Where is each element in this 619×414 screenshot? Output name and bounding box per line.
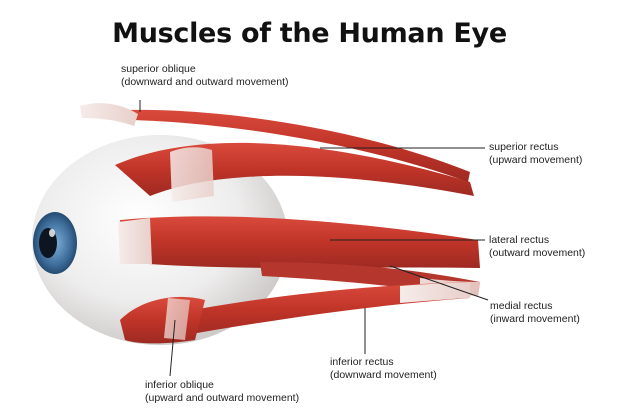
- superior-oblique-desc: (downward and outward movement): [121, 76, 289, 89]
- label-medial-rectus: medial rectus (inward movement): [490, 300, 580, 326]
- inferior-oblique-desc: (upward and outward movement): [145, 392, 299, 405]
- superior-oblique-name: superior oblique: [121, 63, 289, 76]
- lateral-rectus-name: lateral rectus: [489, 234, 585, 247]
- label-lateral-rectus: lateral rectus (outward movement): [489, 234, 585, 260]
- label-superior-rectus: superior rectus (upward movement): [489, 141, 582, 167]
- trochlea-tendon: [80, 103, 138, 126]
- superior-rectus-desc: (upward movement): [489, 154, 582, 167]
- lateral-rectus-desc: (outward movement): [489, 247, 585, 260]
- medial-rectus-name: medial rectus: [490, 300, 580, 313]
- inferior-rectus-name: inferior rectus: [330, 356, 437, 369]
- medial-rectus-desc: (inward movement): [490, 313, 580, 326]
- cornea-highlight: [49, 229, 55, 237]
- label-inferior-oblique: inferior oblique (upward and outward mov…: [145, 379, 299, 405]
- superior-rectus-name: superior rectus: [489, 141, 582, 154]
- inferior-oblique-name: inferior oblique: [145, 379, 299, 392]
- superior-rectus-muscle: [115, 143, 474, 196]
- inferior-rectus-desc: (downward movement): [330, 369, 437, 382]
- label-inferior-rectus: inferior rectus (downward movement): [330, 356, 437, 382]
- superior-rectus-tendon: [170, 147, 214, 202]
- lateral-rectus-tendon: [118, 218, 152, 264]
- label-superior-oblique: superior oblique (downward and outward m…: [121, 63, 289, 89]
- lateral-rectus-muscle: [120, 216, 480, 268]
